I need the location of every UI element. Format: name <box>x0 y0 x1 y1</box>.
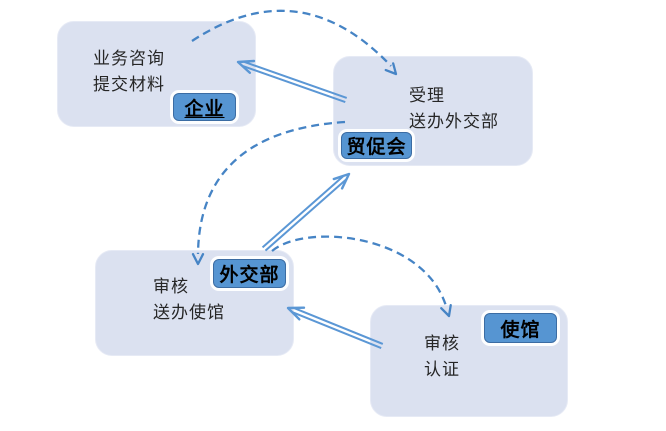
arrow-ccpit-to-mofa <box>191 120 346 266</box>
badge-embassy: 使馆 <box>484 313 557 343</box>
arrow-embassy-to-mofa <box>286 306 384 349</box>
node-mofa-line1: 审核 <box>153 277 189 296</box>
node-enterprise-line2: 提交材料 <box>93 75 165 94</box>
node-enterprise-text: 业务咨询 提交材料 <box>93 46 165 98</box>
node-embassy-text: 审核 认证 <box>424 331 460 383</box>
node-enterprise-line1: 业务咨询 <box>93 49 165 68</box>
arrow-mofa-to-ccpit <box>261 172 351 252</box>
node-mofa-text: 审核 送办使馆 <box>153 274 225 326</box>
node-embassy-line1: 审核 <box>424 334 460 353</box>
node-ccpit-line1: 受理 <box>409 86 445 105</box>
badge-ccpit: 贸促会 <box>341 132 412 159</box>
node-mofa-line2: 送办使馆 <box>153 303 225 322</box>
badge-mofa: 外交部 <box>213 259 286 288</box>
node-embassy-line2: 认证 <box>424 360 460 379</box>
badge-enterprise: 企业 <box>173 93 236 121</box>
node-ccpit-line2: 送办外交部 <box>409 112 499 131</box>
node-ccpit-text: 受理 送办外交部 <box>409 83 499 135</box>
